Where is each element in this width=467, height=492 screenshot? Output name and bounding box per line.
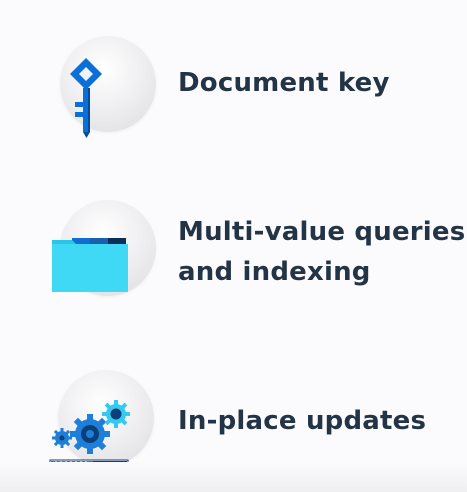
folder-icon [52,238,128,292]
feature-label-multi-value-queries: Multi-value queries and indexing [178,212,465,292]
feature-label-in-place-updates: In-place updates [178,406,427,436]
feature-label-document-key: Document key [178,68,390,98]
icon-circle [58,370,154,466]
feature-label-line-1: Multi-value queries [178,217,466,247]
feature-label-line-2: and indexing [178,257,371,287]
bottom-shadow-band [0,462,467,492]
key-icon [70,58,102,138]
feature-multi-value-queries: Multi-value queries and indexing [0,200,467,310]
feature-document-key: Document key [0,30,467,140]
